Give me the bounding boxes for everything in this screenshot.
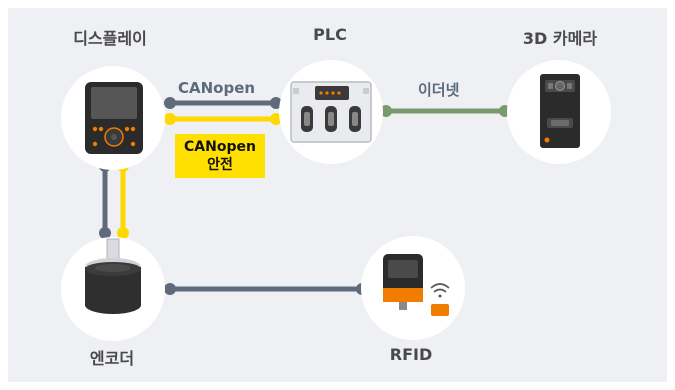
rfid-line-end-left <box>164 283 176 295</box>
rfid-node <box>361 236 465 340</box>
encoder-node <box>61 237 165 341</box>
encoder-safety-line-end-bottom <box>117 227 129 239</box>
display-label: 디스플레이 <box>73 29 147 48</box>
plc-label: PLC <box>313 25 347 44</box>
camera-label: 3D 카메라 <box>522 29 598 48</box>
canopen-line-end-left <box>164 97 176 109</box>
rfid-label: RFID <box>389 345 433 364</box>
canopen-safety-line-end-left <box>164 113 176 125</box>
plc-device-icon <box>290 81 372 143</box>
canopen-safety-line1: CANopen <box>184 139 256 155</box>
encoder-canopen-line-end-bottom <box>99 227 111 239</box>
ethernet-label: 이더넷 <box>418 81 460 99</box>
display-device-icon <box>85 82 143 154</box>
camera-node <box>507 60 611 164</box>
rfid-device-icon <box>383 254 450 316</box>
encoder-label: 엔코더 <box>89 349 135 368</box>
canopen-safety-line2: 안전 <box>207 157 233 173</box>
ethernet-line-end-left <box>380 105 392 117</box>
encoder-device-icon <box>85 238 141 314</box>
camera-device-icon <box>540 74 580 148</box>
plc-node <box>279 60 383 164</box>
canopen-safety-badge: CANopen 안전 <box>175 134 265 178</box>
display-node <box>61 66 165 170</box>
canopen-label: CANopen <box>178 79 256 97</box>
